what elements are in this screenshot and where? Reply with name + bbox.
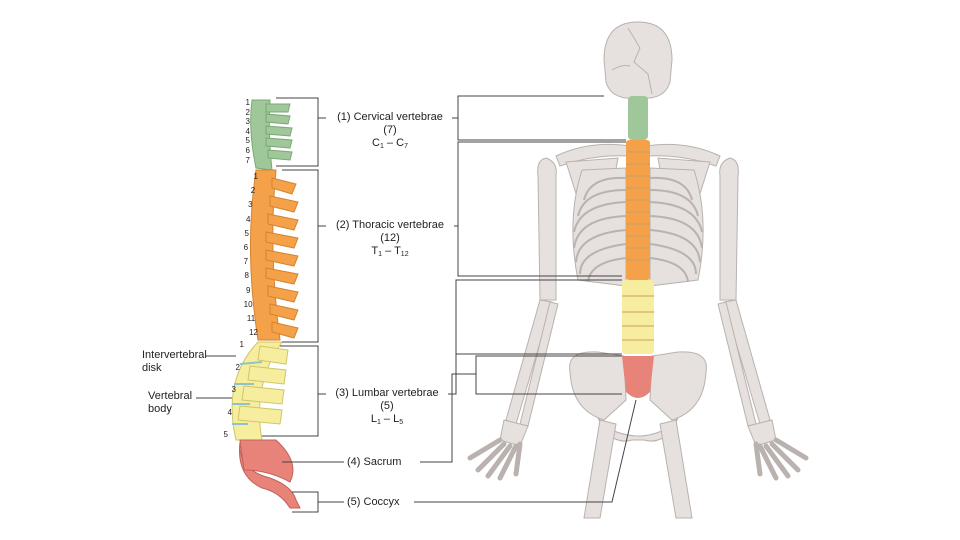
sacrum-label: (4) Sacrum xyxy=(347,456,402,468)
thoracic-name: (2) Thoracic vertebrae xyxy=(335,219,444,231)
side-view-spine xyxy=(231,99,301,509)
thoracic-vertebra-number: 4 xyxy=(245,214,251,224)
pelvis xyxy=(569,351,627,421)
cervical-vertebra-number: 2 xyxy=(245,107,250,117)
cervical-label: (1) Cervical vertebrae (7) C1 – C7 xyxy=(327,111,453,150)
cervical-vertebra-number: 6 xyxy=(245,146,250,155)
cervical-vertebra-number: 4 xyxy=(245,126,250,136)
thoracic-vertebra-number: 5 xyxy=(244,228,249,238)
lumbar-label: (3) Lumbar vertebrae (5) L1 – L5 xyxy=(327,387,447,426)
cervical-vertebra-number: 7 xyxy=(245,155,250,165)
thoracic-count: (12) xyxy=(380,232,400,244)
side-sacrum xyxy=(238,441,301,509)
thoracic-vertebra-number: 9 xyxy=(245,285,251,295)
skeleton-spine xyxy=(622,96,654,398)
thoracic-range: T1 – T12 xyxy=(371,245,409,258)
cervical-range: C1 – C7 xyxy=(372,137,408,150)
lumbar-name: (3) Lumbar vertebrae xyxy=(335,387,439,399)
lumbar-range: L1 – L5 xyxy=(370,413,404,426)
rib-cage xyxy=(572,167,627,287)
coccyx-label: (5) Coccyx xyxy=(347,496,400,508)
cervical-count: (7) xyxy=(383,124,397,136)
thoracic-vertebra-number: 10 xyxy=(243,299,253,309)
cervical-vertebra-number: 5 xyxy=(245,136,250,146)
cervical-vertebra-number: 3 xyxy=(245,117,250,127)
humerus xyxy=(537,157,557,301)
lumbar-vertebra-number: 4 xyxy=(227,407,232,417)
skull xyxy=(603,21,673,99)
thoracic-vertebra-number: 2 xyxy=(250,186,256,196)
lumbar-vertebra-number: 2 xyxy=(235,362,240,372)
thoracic-vertebra-number: 3 xyxy=(248,200,253,210)
thoracic-vertebra-number: 1 xyxy=(253,172,258,181)
lumbar-vertebra-number: 3 xyxy=(231,385,236,394)
lumbar-count: (5) xyxy=(380,400,394,412)
thoracic-vertebra-number: 8 xyxy=(244,271,249,281)
cervical-vertebra-number: 1 xyxy=(245,98,250,107)
thoracic-vertebra-number: 11 xyxy=(246,314,256,323)
femur xyxy=(583,419,617,519)
thoracic-vertebra-number: 7 xyxy=(243,257,249,267)
cervical-name: (1) Cervical vertebrae xyxy=(337,111,443,123)
lumbar-vertebra-number: 5 xyxy=(223,430,228,439)
thoracic-vertebra-number: 12 xyxy=(249,328,258,338)
intervertebral-disk-label: Intervertebral disk xyxy=(142,349,207,374)
skeleton-back-view xyxy=(467,21,809,519)
leader-lines xyxy=(196,95,637,513)
lumbar-vertebra-number: 1 xyxy=(239,340,244,349)
thoracic-vertebra-number: 6 xyxy=(243,243,249,252)
thoracic-label: (2) Thoracic vertebrae (12) T1 – T12 xyxy=(327,219,453,258)
vertebral-body-label: Vertebral body xyxy=(148,390,193,415)
